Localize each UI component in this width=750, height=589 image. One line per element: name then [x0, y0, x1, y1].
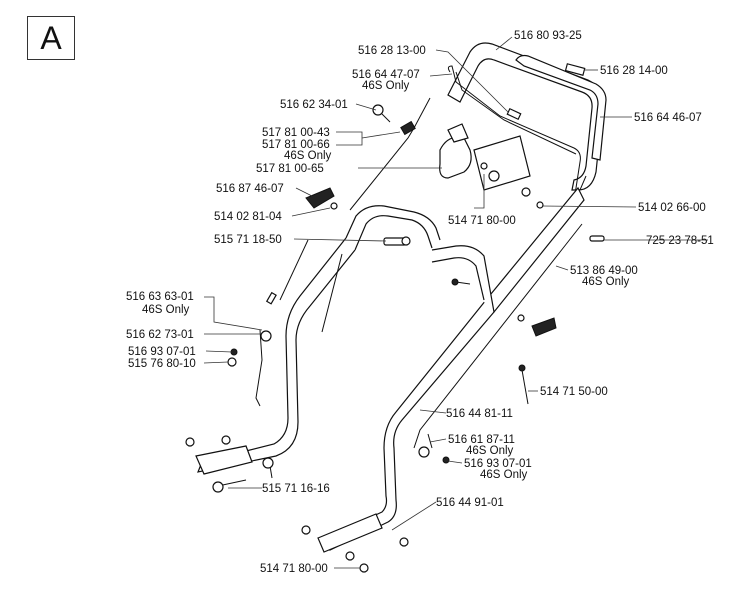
- label-516-93-07-01-right: 516 93 07-01: [464, 458, 532, 470]
- label-514-71-50-00: 514 71 50-00: [540, 386, 608, 398]
- note-46s-only: 46S Only: [142, 304, 190, 316]
- label-516-62-34-01: 516 62 34-01: [280, 99, 348, 111]
- label-517-81-00-43: 517 81 00-43: [262, 127, 330, 139]
- label-516-28-14-00: 516 28 14-00: [600, 65, 668, 77]
- label-515-71-18-50: 515 71 18-50: [214, 234, 282, 246]
- label-514-71-80-00-upper: 514 71 80-00: [448, 215, 516, 227]
- leader-lines: [203, 36, 708, 569]
- label-516-64-47-07: 516 64 47-07: [352, 69, 420, 81]
- label-516-80-93-25: 516 80 93-25: [514, 30, 582, 42]
- label-514-02-66-00: 514 02 66-00: [638, 202, 706, 214]
- label-516-28-13-00: 516 28 13-00: [358, 45, 426, 57]
- label-516-61-87-11: 516 61 87-11: [448, 434, 515, 446]
- note-46s-only: 46S Only: [480, 469, 528, 481]
- label-516-93-07-01-left: 516 93 07-01: [128, 346, 196, 358]
- label-516-87-46-07: 516 87 46-07: [216, 183, 284, 195]
- handle-assembly-drawing: [185, 42, 607, 573]
- label-513-86-49-00: 513 86 49-00: [570, 265, 638, 277]
- label-516-62-73-01: 516 62 73-01: [126, 329, 194, 341]
- note-46s-only: 46S Only: [362, 80, 410, 92]
- section-letter: A: [40, 19, 62, 56]
- note-46s-only: 46S Only: [582, 276, 630, 288]
- label-514-71-80-00-lower: 514 71 80-00: [260, 563, 328, 575]
- part-labels: 516 80 93-25 516 28 13-00 516 64 47-07 4…: [126, 30, 714, 575]
- label-517-81-00-66: 517 81 00-66: [262, 139, 330, 151]
- label-516-63-63-01: 516 63 63-01: [126, 291, 194, 303]
- note-46s-only: 46S Only: [284, 150, 332, 162]
- section-letter-box: A: [27, 16, 75, 60]
- label-516-44-81-11: 516 44 81-11: [446, 408, 513, 420]
- label-516-64-46-07: 516 64 46-07: [634, 112, 702, 124]
- label-514-02-81-04: 514 02 81-04: [214, 211, 282, 223]
- label-515-71-16-16: 515 71 16-16: [262, 483, 330, 495]
- label-516-44-91-01: 516 44 91-01: [436, 497, 504, 509]
- label-725-23-78-51: 725 23 78-51: [646, 235, 714, 247]
- label-517-81-00-65: 517 81 00-65: [256, 163, 324, 175]
- label-515-76-80-10: 515 76 80-10: [128, 358, 196, 370]
- note-46s-only: 46S Only: [466, 445, 514, 457]
